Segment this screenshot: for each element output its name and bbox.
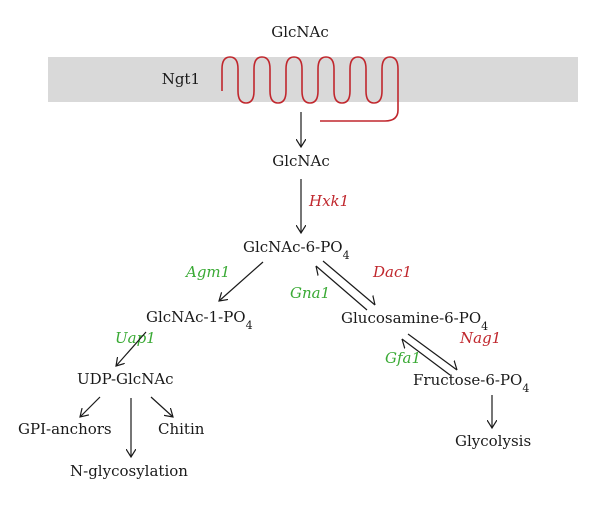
enzyme-gfa1: Gfa1	[385, 349, 421, 367]
half-arrow-dac1-forward	[322, 260, 375, 306]
udp-glcnac-label: UDP-GlcNAc	[77, 370, 174, 388]
arrow-chitin	[150, 396, 173, 417]
enzyme-nag1: Nag1	[459, 329, 501, 347]
glcnac-1-phosphate-label: GlcNAc-1-PO4	[146, 308, 253, 332]
fructose-6-phosphate-label: Fructose-6-PO4	[413, 371, 529, 395]
glycolysis-label: Glycolysis	[455, 432, 531, 450]
glcnac-intracellular-label: GlcNAc	[272, 152, 330, 170]
ngt1-transporter-shape	[221, 56, 399, 122]
glcnac-outside-label: GlcNAc	[271, 23, 329, 41]
half-arrow-nag1-forward	[407, 333, 457, 371]
enzyme-hxk1: Hxk1	[308, 192, 349, 210]
half-arrow-gna1-reverse	[316, 265, 368, 311]
enzyme-dac1: Dac1	[372, 263, 412, 281]
arrow-gpi-anchors	[80, 396, 101, 417]
arrow-agm1	[219, 261, 264, 301]
enzyme-agm1: Agm1	[184, 263, 230, 281]
enzyme-uap1: Uap1	[115, 329, 156, 347]
enzyme-gna1: Gna1	[290, 284, 330, 302]
glucosamine-6-phosphate-label: Glucosamine-6-PO4	[341, 309, 488, 333]
arrow-uap1	[116, 331, 147, 366]
ngt1-label: Ngt1	[162, 70, 200, 88]
membrane-band	[48, 57, 578, 102]
half-arrow-gfa1-reverse	[402, 338, 451, 376]
n-glycosylation-label: N-glycosylation	[70, 462, 188, 480]
chitin-label: Chitin	[158, 420, 205, 438]
gpi-anchors-label: GPI-anchors	[18, 420, 112, 438]
glcnac-6-phosphate-label: GlcNAc-6-PO4	[243, 238, 350, 262]
